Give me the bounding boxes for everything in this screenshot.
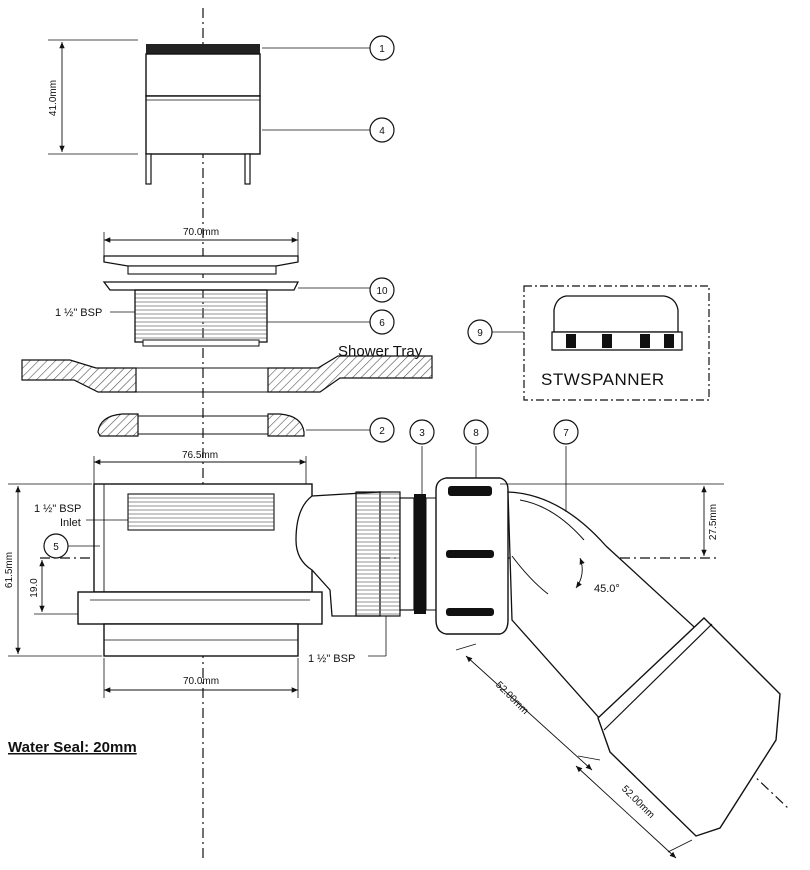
label-spanner: STWSPANNER <box>541 370 665 389</box>
callout-1: 1 <box>369 35 395 61</box>
dim-angle: 45.0° <box>594 583 620 595</box>
svg-text:3: 3 <box>419 428 425 439</box>
callout-3: 3 <box>409 419 435 445</box>
dim-grate-width: 70.0mm <box>183 227 219 238</box>
callout-6: 6 <box>369 309 395 335</box>
callout-8: 8 <box>463 419 489 445</box>
dim-base-width: 70.0mm <box>183 676 219 687</box>
union-nut <box>435 477 509 635</box>
label-bsp-bottom: 1 ½" BSP <box>308 653 355 665</box>
dim-cap-height: 41.0mm <box>48 80 59 116</box>
cap-part <box>145 44 261 185</box>
dim-body-height: 61.5mm <box>4 552 15 588</box>
seal-ring <box>97 413 305 437</box>
dim-pipe-length-1: 52.00mm <box>493 680 530 717</box>
svg-text:1: 1 <box>379 44 385 55</box>
svg-text:10: 10 <box>376 286 388 297</box>
svg-text:4: 4 <box>379 126 385 137</box>
shower-tray <box>21 355 433 393</box>
svg-text:2: 2 <box>379 426 385 437</box>
svg-text:5: 5 <box>53 542 59 553</box>
trap-body <box>77 483 437 657</box>
callout-10: 10 <box>369 277 395 303</box>
label-bsp-top: 1 ½" BSP <box>55 307 102 319</box>
svg-text:6: 6 <box>379 318 385 329</box>
spanner-tool <box>551 295 683 351</box>
label-shower-tray: Shower Tray <box>338 343 423 360</box>
spanner-box <box>523 285 710 401</box>
elbow-pipe <box>507 491 781 837</box>
dim-body-width: 76.5mm <box>182 450 218 461</box>
svg-text:7: 7 <box>563 428 569 439</box>
dim-inlet-offset: 19.0 <box>29 578 40 598</box>
label-water-seal: Water Seal: 20mm <box>8 739 137 756</box>
svg-text:8: 8 <box>473 428 479 439</box>
callout-7: 7 <box>553 419 579 445</box>
label-bsp-inlet-line1: 1 ½" BSP <box>34 503 81 515</box>
dim-outlet-offset: 27.5mm <box>708 504 719 540</box>
callout-9: 9 <box>467 319 493 345</box>
label-bsp-inlet-line2: Inlet <box>60 517 81 529</box>
callout-2: 2 <box>369 417 395 443</box>
callout-5: 5 <box>43 533 69 559</box>
grate-part <box>102 255 300 347</box>
svg-text:9: 9 <box>477 328 483 339</box>
callout-4: 4 <box>369 117 395 143</box>
